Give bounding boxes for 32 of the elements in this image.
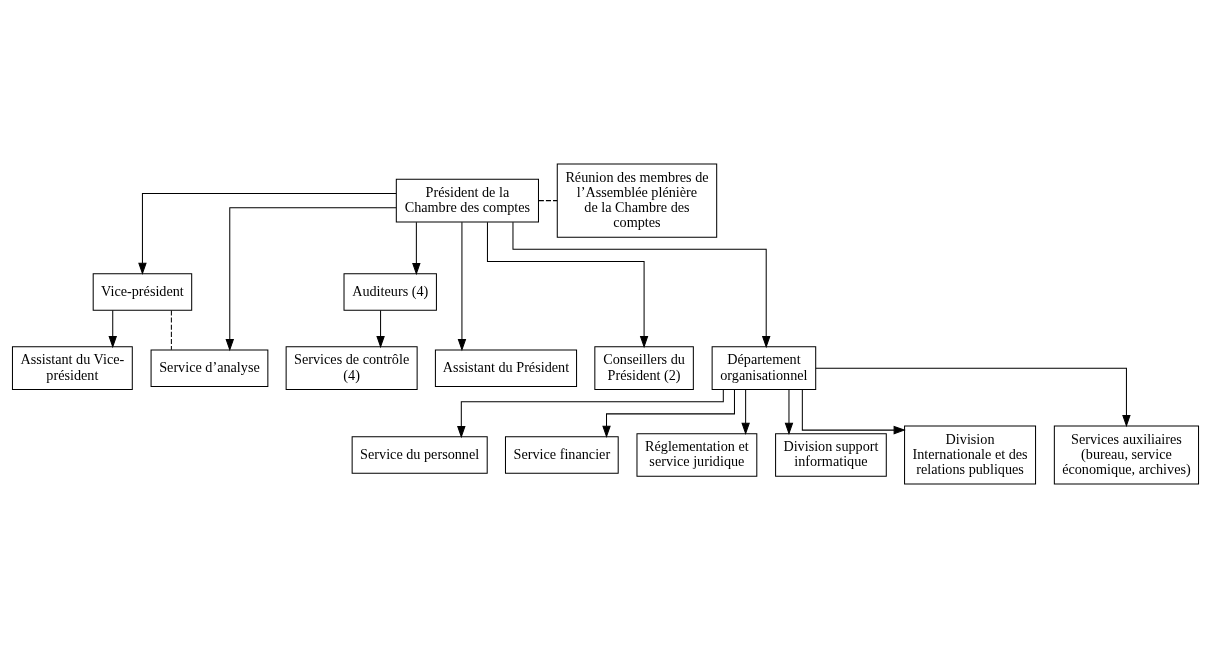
node-box: Service d’analyse (150, 349, 269, 387)
node-box: Service du personnel (351, 436, 488, 474)
node-box: Division support informatique (775, 433, 887, 477)
connector (170, 309, 172, 351)
node-box: Services auxiliaires (bureau, service économique, archives) (1053, 425, 1200, 485)
node-box: Département organisationnel (711, 346, 817, 390)
node-box: Auditeurs (4) (343, 273, 437, 311)
arrow (512, 221, 771, 349)
node-box: Division Internationale et des relations publiques (904, 425, 1037, 485)
node-box: Réglementation et service juridique (636, 433, 758, 477)
node-box: Président de la Chambre des comptes (395, 178, 539, 223)
node-box: Assistant du Vice-président (11, 346, 133, 390)
arrow (225, 207, 397, 352)
arrow (801, 389, 906, 435)
arrow (457, 389, 724, 439)
arrow (376, 309, 385, 349)
node-box: Vice-président (92, 273, 193, 311)
connector (538, 200, 558, 202)
arrow (784, 389, 794, 436)
arrow (741, 389, 750, 436)
node-box: Réunion des membres de l’Assemblée plénière de la Chambre des comptes (556, 163, 718, 238)
arrow (412, 221, 421, 276)
arrow (457, 221, 467, 352)
arrow (815, 367, 1131, 428)
node-box: Assistant du Président (434, 349, 578, 387)
arrow (602, 389, 735, 438)
node-box: Services de contrôle (4) (285, 346, 418, 390)
arrow (486, 221, 649, 349)
arrow (138, 193, 397, 276)
node-box: Conseillers du Président (2) (594, 346, 694, 390)
node-box: Service financier (504, 436, 619, 474)
arrow (108, 309, 117, 349)
